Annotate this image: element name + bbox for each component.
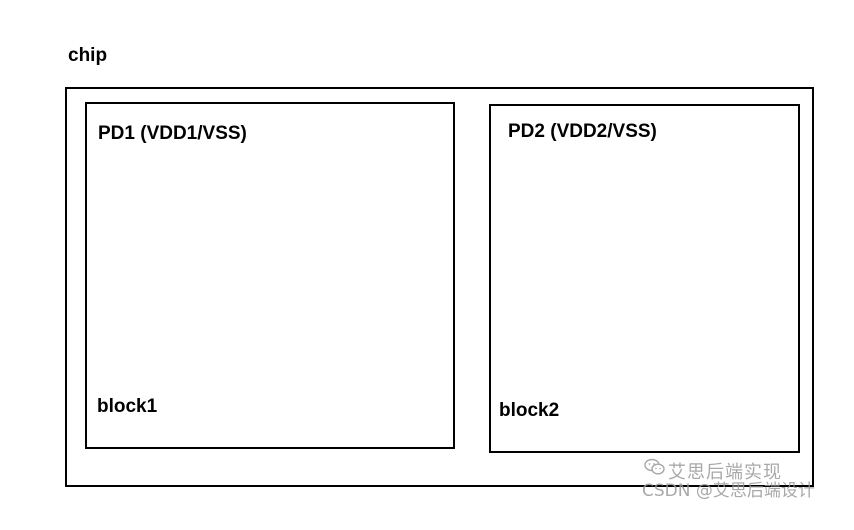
pd2-label: PD2 (VDD2/VSS) [508, 121, 657, 142]
power-domain-pd1 [85, 102, 455, 449]
block1-label: block1 [97, 396, 158, 417]
chip-title: chip [68, 45, 108, 66]
block2-label: block2 [499, 400, 560, 421]
watermark-account: 艾思后端实现 [668, 462, 782, 483]
pd1-label: PD1 (VDD1/VSS) [98, 123, 247, 144]
wechat-icon [644, 458, 665, 475]
power-domain-pd2 [489, 104, 800, 453]
chip-boundary [65, 87, 814, 487]
watermark-source: CSDN @艾思后端设计 [642, 481, 815, 501]
watermark: 艾思后端实现 CSDN @艾思后端设计 [642, 456, 842, 501]
